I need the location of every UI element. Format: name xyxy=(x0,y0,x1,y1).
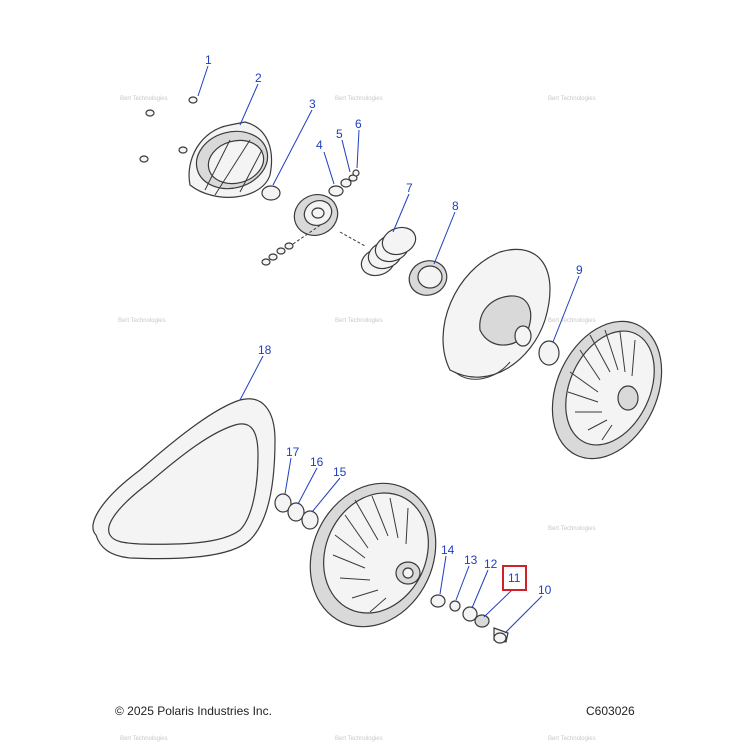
washer-part-13 xyxy=(449,600,461,612)
callout-13[interactable]: 13 xyxy=(464,553,478,567)
washer-part-12 xyxy=(462,606,478,622)
callout-14[interactable]: 14 xyxy=(441,543,455,557)
screw-part-1 xyxy=(139,96,198,163)
watermark: Bert Technologies xyxy=(548,96,596,102)
sheave-washer xyxy=(538,340,560,366)
callout-10[interactable]: 10 xyxy=(538,583,552,597)
diagram-code: C603026 xyxy=(586,704,635,718)
shim-part-15 xyxy=(301,510,319,530)
spacer-part-14 xyxy=(430,594,446,608)
spacer-part-5 xyxy=(348,174,358,182)
callout-5[interactable]: 5 xyxy=(336,127,343,141)
bushing-ring-part-8 xyxy=(408,260,448,296)
callout-6[interactable]: 6 xyxy=(355,117,362,131)
watermark: Bert Technologies xyxy=(120,96,168,102)
watermark: Bert Technologies xyxy=(548,318,596,324)
watermark: Bert Technologies xyxy=(548,736,596,742)
callout-12[interactable]: 12 xyxy=(484,557,498,571)
watermark: Bert Technologies xyxy=(120,736,168,742)
cover-housing-part-2 xyxy=(188,121,273,198)
callout-11[interactable]: 11 xyxy=(508,571,521,585)
callout-8[interactable]: 8 xyxy=(452,199,459,213)
drive-fixed-sheave xyxy=(551,320,663,460)
driven-sheave xyxy=(309,482,437,628)
watermark: Bert Technologies xyxy=(335,736,383,742)
watermark: Bert Technologies xyxy=(335,318,383,324)
callout-17[interactable]: 17 xyxy=(286,445,300,459)
roller-set xyxy=(261,242,294,266)
retaining-washer-part-11 xyxy=(474,614,490,628)
watermark: Bert Technologies xyxy=(118,318,166,324)
callout-1[interactable]: 1 xyxy=(205,53,212,67)
moveable-sheave-part-9 xyxy=(442,248,551,380)
watermarks: Bert Technologies Bert Technologies Bert… xyxy=(118,96,596,742)
shim-part-17 xyxy=(274,493,292,513)
callout-labels: 1 2 3 4 5 6 7 8 9 10 11 12 13 14 15 16 1… xyxy=(205,53,583,597)
shaft-centerline xyxy=(339,231,366,247)
leader-lines xyxy=(197,65,580,634)
callout-7[interactable]: 7 xyxy=(406,181,413,195)
bolt-part-10 xyxy=(493,627,509,644)
callout-16[interactable]: 16 xyxy=(310,455,324,469)
drive-belt-part-18 xyxy=(92,398,276,560)
watermark: Bert Technologies xyxy=(548,526,596,532)
callout-18[interactable]: 18 xyxy=(258,343,272,357)
shim-part-16 xyxy=(287,502,305,522)
washer-part-6 xyxy=(352,169,360,177)
bearing-hub-part-4 xyxy=(293,178,352,236)
spring-part-7 xyxy=(360,226,417,277)
o-ring-part-3 xyxy=(261,185,281,201)
callout-4[interactable]: 4 xyxy=(316,138,323,152)
watermark: Bert Technologies xyxy=(335,96,383,102)
callout-15[interactable]: 15 xyxy=(333,465,347,479)
callout-3[interactable]: 3 xyxy=(309,97,316,111)
callout-9[interactable]: 9 xyxy=(576,263,583,277)
copyright-text: © 2025 Polaris Industries Inc. xyxy=(115,704,272,718)
highlight-box xyxy=(502,565,527,591)
callout-2[interactable]: 2 xyxy=(255,71,262,85)
shaft-centerline xyxy=(292,223,323,245)
